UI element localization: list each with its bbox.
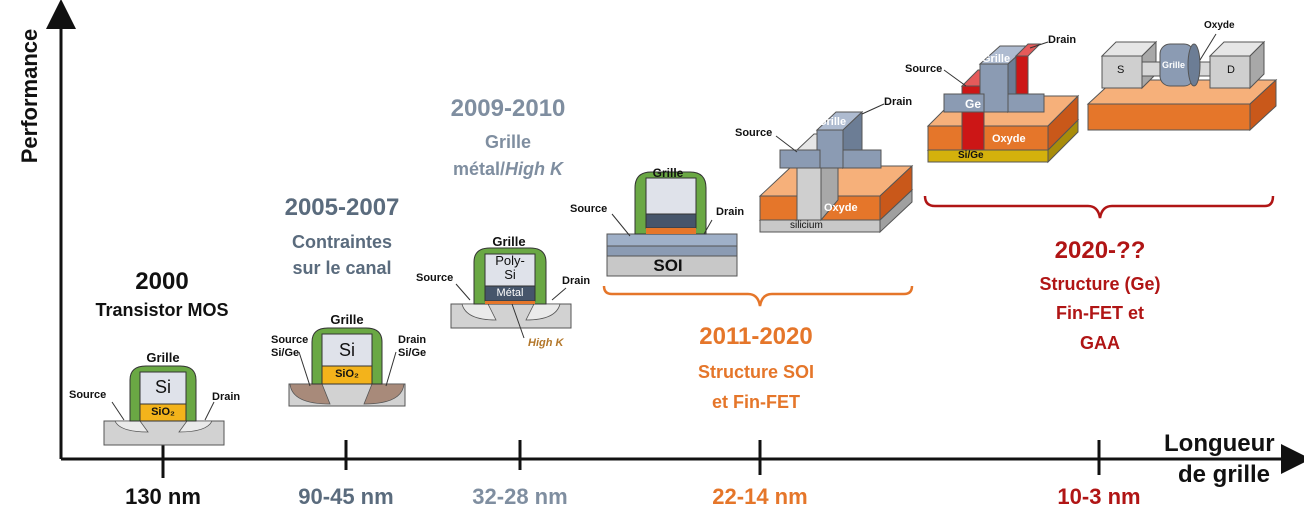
era-2020-desc2: Fin-FET et [1056,303,1144,323]
gefin-grille-label: Grille [981,53,1011,65]
era-2009-desc2: métal/High K [453,159,563,180]
soi-grille-label: Grille [652,166,684,180]
era-2009-desc1: Grille [484,132,532,152]
era-2011-desc2: et Fin-FET [712,392,800,412]
finfet [758,110,914,234]
era-2005-desc1: Contraintes [291,232,393,252]
t2009-highk-label: High K [528,337,564,349]
t2009-polysi-label: Poly- Si [495,253,525,282]
tick-label-22: 22-14 nm [712,484,808,509]
era-2009-desc2-b: High K [505,159,564,179]
era-2009-desc2-a: métal/ [452,159,506,179]
era-2011-year: 2011-2020 [699,323,813,350]
ge-finfet [926,43,1080,164]
finfet-silicium-label: silicium [790,220,823,231]
gaa-oxyde-label: Oxyde [1204,20,1235,31]
era-2000-desc: Transistor MOS [95,300,229,320]
x-axis-title-line1: Longueur [1164,430,1275,457]
era-2005-desc2: sur le canal [292,258,392,278]
t2000-source-label: Source [69,389,107,401]
bracket-2020 [923,195,1275,219]
gaa-d-label: D [1227,64,1235,76]
era-2020-desc1: Structure (Ge) [1039,274,1161,294]
t2000-grille-label: Grille [146,350,180,365]
finfet-source-label: Source [735,127,773,139]
transistor-2009 [450,247,572,329]
x-axis-title-line2: de grille [1178,461,1271,488]
finfet-grille-label: Grille [817,116,847,128]
finfet-drain-label: Drain [884,96,913,108]
transistor-2005 [288,327,406,407]
era-2011-desc1: Structure SOI [697,362,815,382]
era-2005-year: 2005-2007 [284,194,400,221]
bracket-2011 [602,285,914,307]
t2005-si-label: Si [338,340,356,360]
tick-label-130: 130 nm [125,484,201,509]
t2005-source-sige-label: Source Si/Ge [271,334,309,359]
soi-source-label: Source [570,203,608,215]
gefin-sige-label: Si/Ge [958,150,984,161]
era-2020-desc3: GAA [1080,333,1120,353]
tick-label-90: 90-45 nm [298,484,394,509]
transistor-soi [606,171,738,277]
gaa [1086,33,1278,132]
t2005-sio2-label: SiO₂ [335,368,359,380]
tick-label-10: 10-3 nm [1057,484,1141,509]
gefin-source-label: Source [905,63,943,75]
tick-label-32: 32-28 nm [472,484,568,509]
t2009-metal-label: Métal [496,287,524,299]
era-2020-year: 2020-?? [1054,237,1146,264]
gefin-oxyde-label: Oxyde [992,133,1026,145]
t2000-drain-label: Drain [212,391,241,403]
t2009-grille-label: Grille [492,234,526,249]
t2009-drain-label: Drain [562,275,591,287]
gefin-ge-label: Ge [965,97,982,111]
leader-lines [111,41,1049,421]
gefin-drain-label: Drain [1048,34,1077,46]
finfet-oxyde-label: Oxyde [824,202,858,214]
soi-drain-label: Drain [716,206,745,218]
t2000-si-label: Si [154,377,172,397]
gaa-grille-label: Grille [1162,60,1186,70]
y-axis-title: Performance [17,28,42,164]
transistor-2000 [103,365,225,446]
t2009-source-label: Source [416,272,454,284]
t2000-sio2-label: SiO₂ [151,406,175,418]
soi-label: SOI [653,256,683,275]
era-2000-year: 2000 [135,268,189,295]
t2005-grille-label: Grille [330,312,364,327]
t2005-drain-sige-label: Drain Si/Ge [398,334,427,359]
gaa-s-label: S [1117,64,1125,76]
era-2009-year: 2009-2010 [450,95,566,122]
